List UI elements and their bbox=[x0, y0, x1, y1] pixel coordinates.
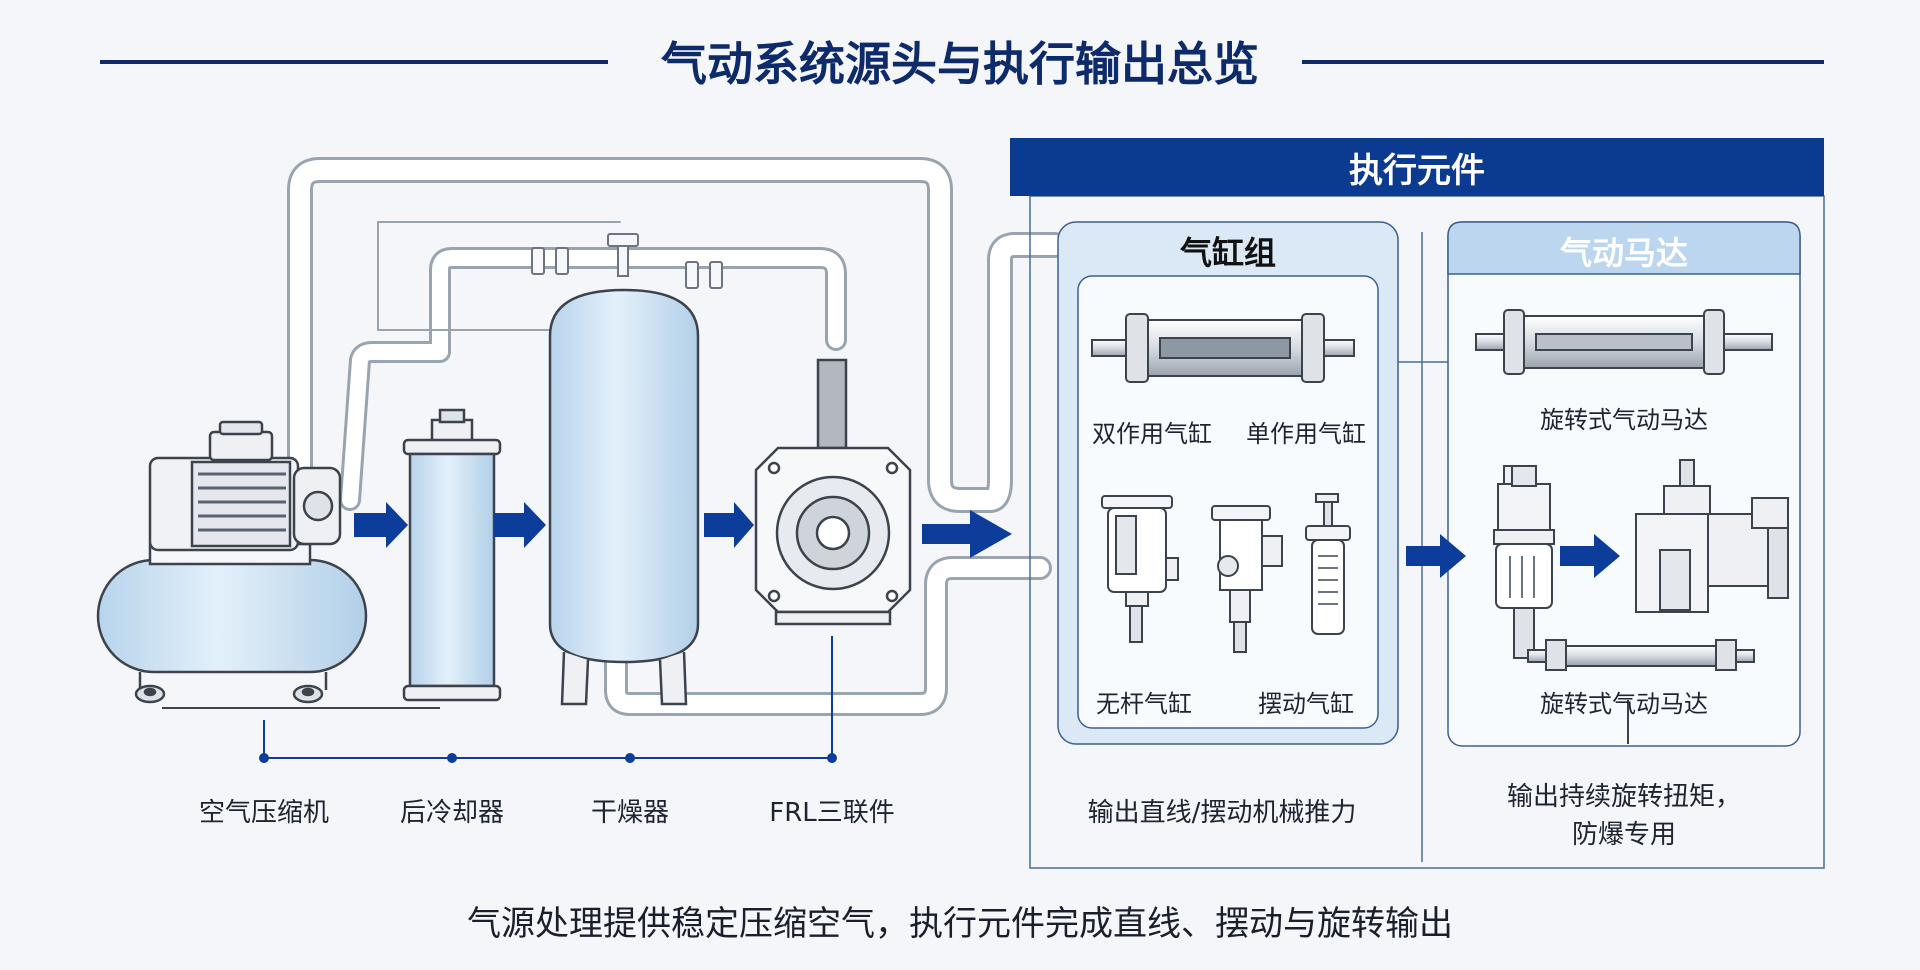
rodless-cylinder-illustration bbox=[1211, 505, 1283, 653]
timeline-dots bbox=[259, 753, 837, 763]
title-rule-right bbox=[1302, 60, 1824, 64]
label-dryer: 干燥器 bbox=[590, 798, 670, 828]
aftercooler-illustration bbox=[402, 408, 502, 702]
cylinder-label-double-acting: 双作用气缸 bbox=[1092, 420, 1212, 448]
air-compressor-illustration bbox=[96, 420, 368, 704]
dryer-tank-illustration bbox=[548, 288, 700, 706]
component-timeline bbox=[162, 636, 833, 759]
double-acting-cylinder-illustration bbox=[1091, 313, 1355, 383]
single-acting-cylinder-illustration bbox=[1101, 495, 1179, 643]
motor-label-1: 旋转式气动马达 bbox=[1540, 406, 1708, 434]
pipe-valve-1 bbox=[531, 233, 723, 289]
label-air-compressor: 空气压缩机 bbox=[198, 798, 330, 828]
rotary-motor-illustration-2 bbox=[1527, 459, 1789, 744]
page-title: 气动系统源头与执行输出总览 bbox=[661, 37, 1259, 91]
cylinder-label-rodless: 无杆气缸 bbox=[1096, 690, 1192, 718]
executor-header: 执行元件 bbox=[1010, 138, 1824, 196]
bottom-caption: 气源处理提供稳定压缩空气，执行元件完成直线、摆动与旋转输出 bbox=[467, 904, 1453, 944]
title-rule-left bbox=[100, 60, 608, 64]
label-frl-unit: FRL三联件 bbox=[769, 798, 895, 828]
label-aftercooler: 后冷却器 bbox=[399, 798, 505, 828]
motor-title: 气动马达 bbox=[1559, 234, 1689, 272]
motor-arrows bbox=[1406, 534, 1620, 578]
air-pipes bbox=[287, 157, 1068, 716]
rotary-motor-illustration-1 bbox=[1475, 309, 1773, 375]
cylinder-group-title: 气缸组 bbox=[1179, 234, 1277, 272]
frl-unit-illustration bbox=[754, 358, 912, 626]
cylinder-label-single-acting: 单作用气缸 bbox=[1246, 420, 1366, 448]
motor-label-2: 旋转式气动马达 bbox=[1540, 690, 1708, 718]
cylinder-group-panel bbox=[1057, 221, 1399, 745]
motor-output-line-2: 防爆专用 bbox=[1571, 820, 1677, 850]
cylinder-label-swing: 摆动气缸 bbox=[1258, 690, 1354, 718]
motor-filter-illustration bbox=[1493, 465, 1555, 659]
swing-cylinder-illustration bbox=[1305, 493, 1351, 635]
cylinder-output-text: 输出直线/摆动机械推力 bbox=[1087, 798, 1357, 828]
motor-output-line-1: 输出持续旋转扭矩， bbox=[1506, 782, 1742, 812]
flow-arrows bbox=[354, 502, 1012, 558]
